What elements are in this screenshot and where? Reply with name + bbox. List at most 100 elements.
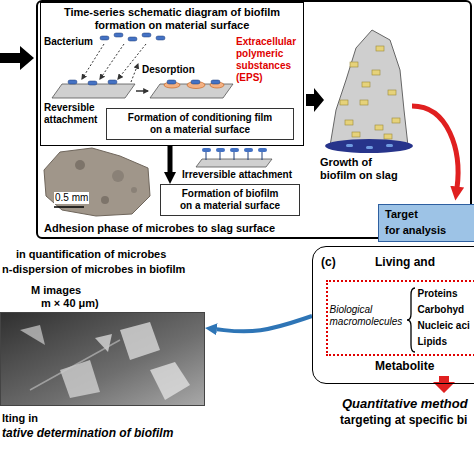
slag-biofilm-pile [384,134,392,139]
macromolecule-bracket [407,288,415,352]
irreversible-plate [206,152,262,160]
annotation-label: 0.5 mm [54,192,89,204]
irreversible-plate [202,148,211,152]
node-text: Formation of biofilm on a material surfa… [178,188,282,212]
node-text: m × 40 μm) [41,297,99,310]
node-text: Adhesion phase of microbes to slag surfa… [44,222,275,235]
free-bacteria [114,33,123,37]
annotation-label: lting in [2,412,38,425]
irreversible-plate [230,148,239,152]
entry-arrow [0,46,34,70]
sem-image [60,360,100,398]
sem-image [30,340,120,390]
reversible-plate [68,80,77,84]
node-text: Living and [375,255,435,269]
slag-biofilm-pile [346,144,353,147]
analysis-arrow [412,106,458,188]
free-bacteria [128,37,137,41]
settling-arrows [118,44,146,79]
irreversible-plate [196,159,272,167]
free-bacteria [156,36,165,40]
reversible-plate [88,81,97,85]
irreversible-plate [262,152,263,160]
free-bacteria [142,33,151,37]
annotation-label: n-dispersion of microbes in biofilm [2,263,185,276]
step-box: Formation of conditioning film on a mate… [106,108,294,140]
node-text: for analysis [385,224,446,237]
irreversible-plate [258,148,267,152]
annotation-label: tative determination of biofilm [2,426,173,440]
annotation-label: Quantitative method [342,396,468,412]
settling-arrows [131,64,138,82]
slag-photo [131,187,137,193]
node-text: Nucleic aci [418,320,470,332]
irreversible-plate [220,152,221,160]
method-arrow [433,376,455,393]
slag-biofilm-pile [372,70,380,75]
sem-image-frame: M imagesm × 40 μm) [0,312,205,406]
target-box: Target for analysis [378,204,474,242]
reversible-plate [52,84,135,98]
slag-biofilm-pile [352,132,360,137]
settling-arrows [100,44,124,79]
slag-biofilm-pile [330,30,408,146]
conditioning-plate [150,80,233,98]
annotation-label: in quantification of microbes [16,248,166,261]
free-bacteria [100,33,165,41]
analysis-arrow [412,106,458,188]
macromolecule-bracket [407,288,415,352]
conditioning-plate [211,80,220,84]
sem-image [120,322,160,360]
reversible-plate [108,80,117,84]
slag-biofilm-pile [376,46,384,51]
step-arrow [136,90,148,92]
slag-photo [44,148,150,216]
sem-image [0,312,205,406]
slag-photo [54,206,84,208]
analysis-panel: (c)Living andMetaboliteBiological macrom… [312,246,474,384]
slag-biofilm-pile [325,30,413,153]
annotation-label: Reversible attachment [44,102,106,126]
node-text: Carbohyd [418,304,465,316]
annotation-label: Bacterium [44,36,93,48]
method-arrow [433,376,455,393]
slag-biofilm-pile [392,118,400,123]
slag-photo [112,170,124,182]
irreversible-plate [206,152,207,160]
connector-arrow [168,146,173,172]
irreversible-plate [244,148,253,152]
entry-arrow [0,46,34,70]
slag-biofilm-pile [350,62,358,67]
slag-biofilm-pile [375,125,383,130]
slag-biofilm-pile [345,120,353,125]
node-text: Target [385,208,418,221]
node-text: Biological macromolecules [330,304,406,328]
node-text: Lipids [418,336,447,348]
slag-biofilm-pile [386,144,393,147]
node-text: Proteins [418,288,458,300]
slag-biofilm-pile [340,46,400,139]
sem-image [150,362,190,400]
slag-photo [101,196,109,204]
slag-photo [75,160,85,170]
node-text: Formation of conditioning film on a mate… [125,112,275,136]
connector-arrow [217,316,312,331]
growth-arrow [306,88,324,112]
annotation-label: Growth of biofilm on slag [320,156,410,182]
slag-biofilm-pile [325,139,413,153]
sem-image [0,312,205,406]
settling-arrows [82,44,104,79]
conditioning-plate [167,80,176,84]
annotation-label: Desorption [142,64,195,76]
free-bacteria [100,36,109,40]
sem-image [20,325,45,345]
conditioning-plate [191,80,200,84]
slag-biofilm-pile [340,100,348,105]
reversible-plate [52,80,135,98]
slag-biofilm-pile [388,90,396,95]
node-text: Metabolite [375,359,434,373]
node-text: Time-series schematic diagram of biofilm… [62,6,282,32]
irreversible-plate [216,148,225,152]
annotation-label: Extracellular polymeric substances (EPS) [236,36,302,84]
